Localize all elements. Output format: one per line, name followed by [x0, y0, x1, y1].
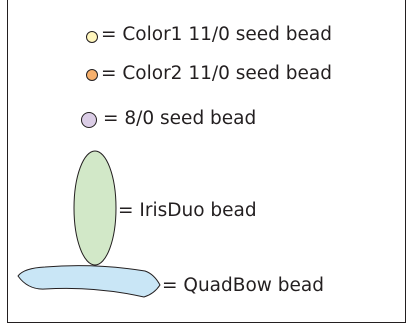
color2-seed-bead-icon	[86, 69, 98, 81]
color1-seed-bead-icon	[86, 31, 98, 43]
eight-zero-seed-bead-icon	[81, 112, 97, 128]
color2-seed-bead-label: = Color2 11/0 seed bead	[101, 63, 332, 84]
irisduo-bead-icon	[73, 150, 117, 266]
quadbow-bead-icon	[17, 265, 161, 298]
irisduo-bead-label: = IrisDuo bead	[118, 200, 257, 221]
color1-seed-bead-label: = Color1 11/0 seed bead	[101, 24, 332, 45]
eight-zero-seed-bead-label: = 8/0 seed bead	[103, 108, 257, 129]
quadbow-bead-label: = QuadBow bead	[162, 275, 324, 296]
